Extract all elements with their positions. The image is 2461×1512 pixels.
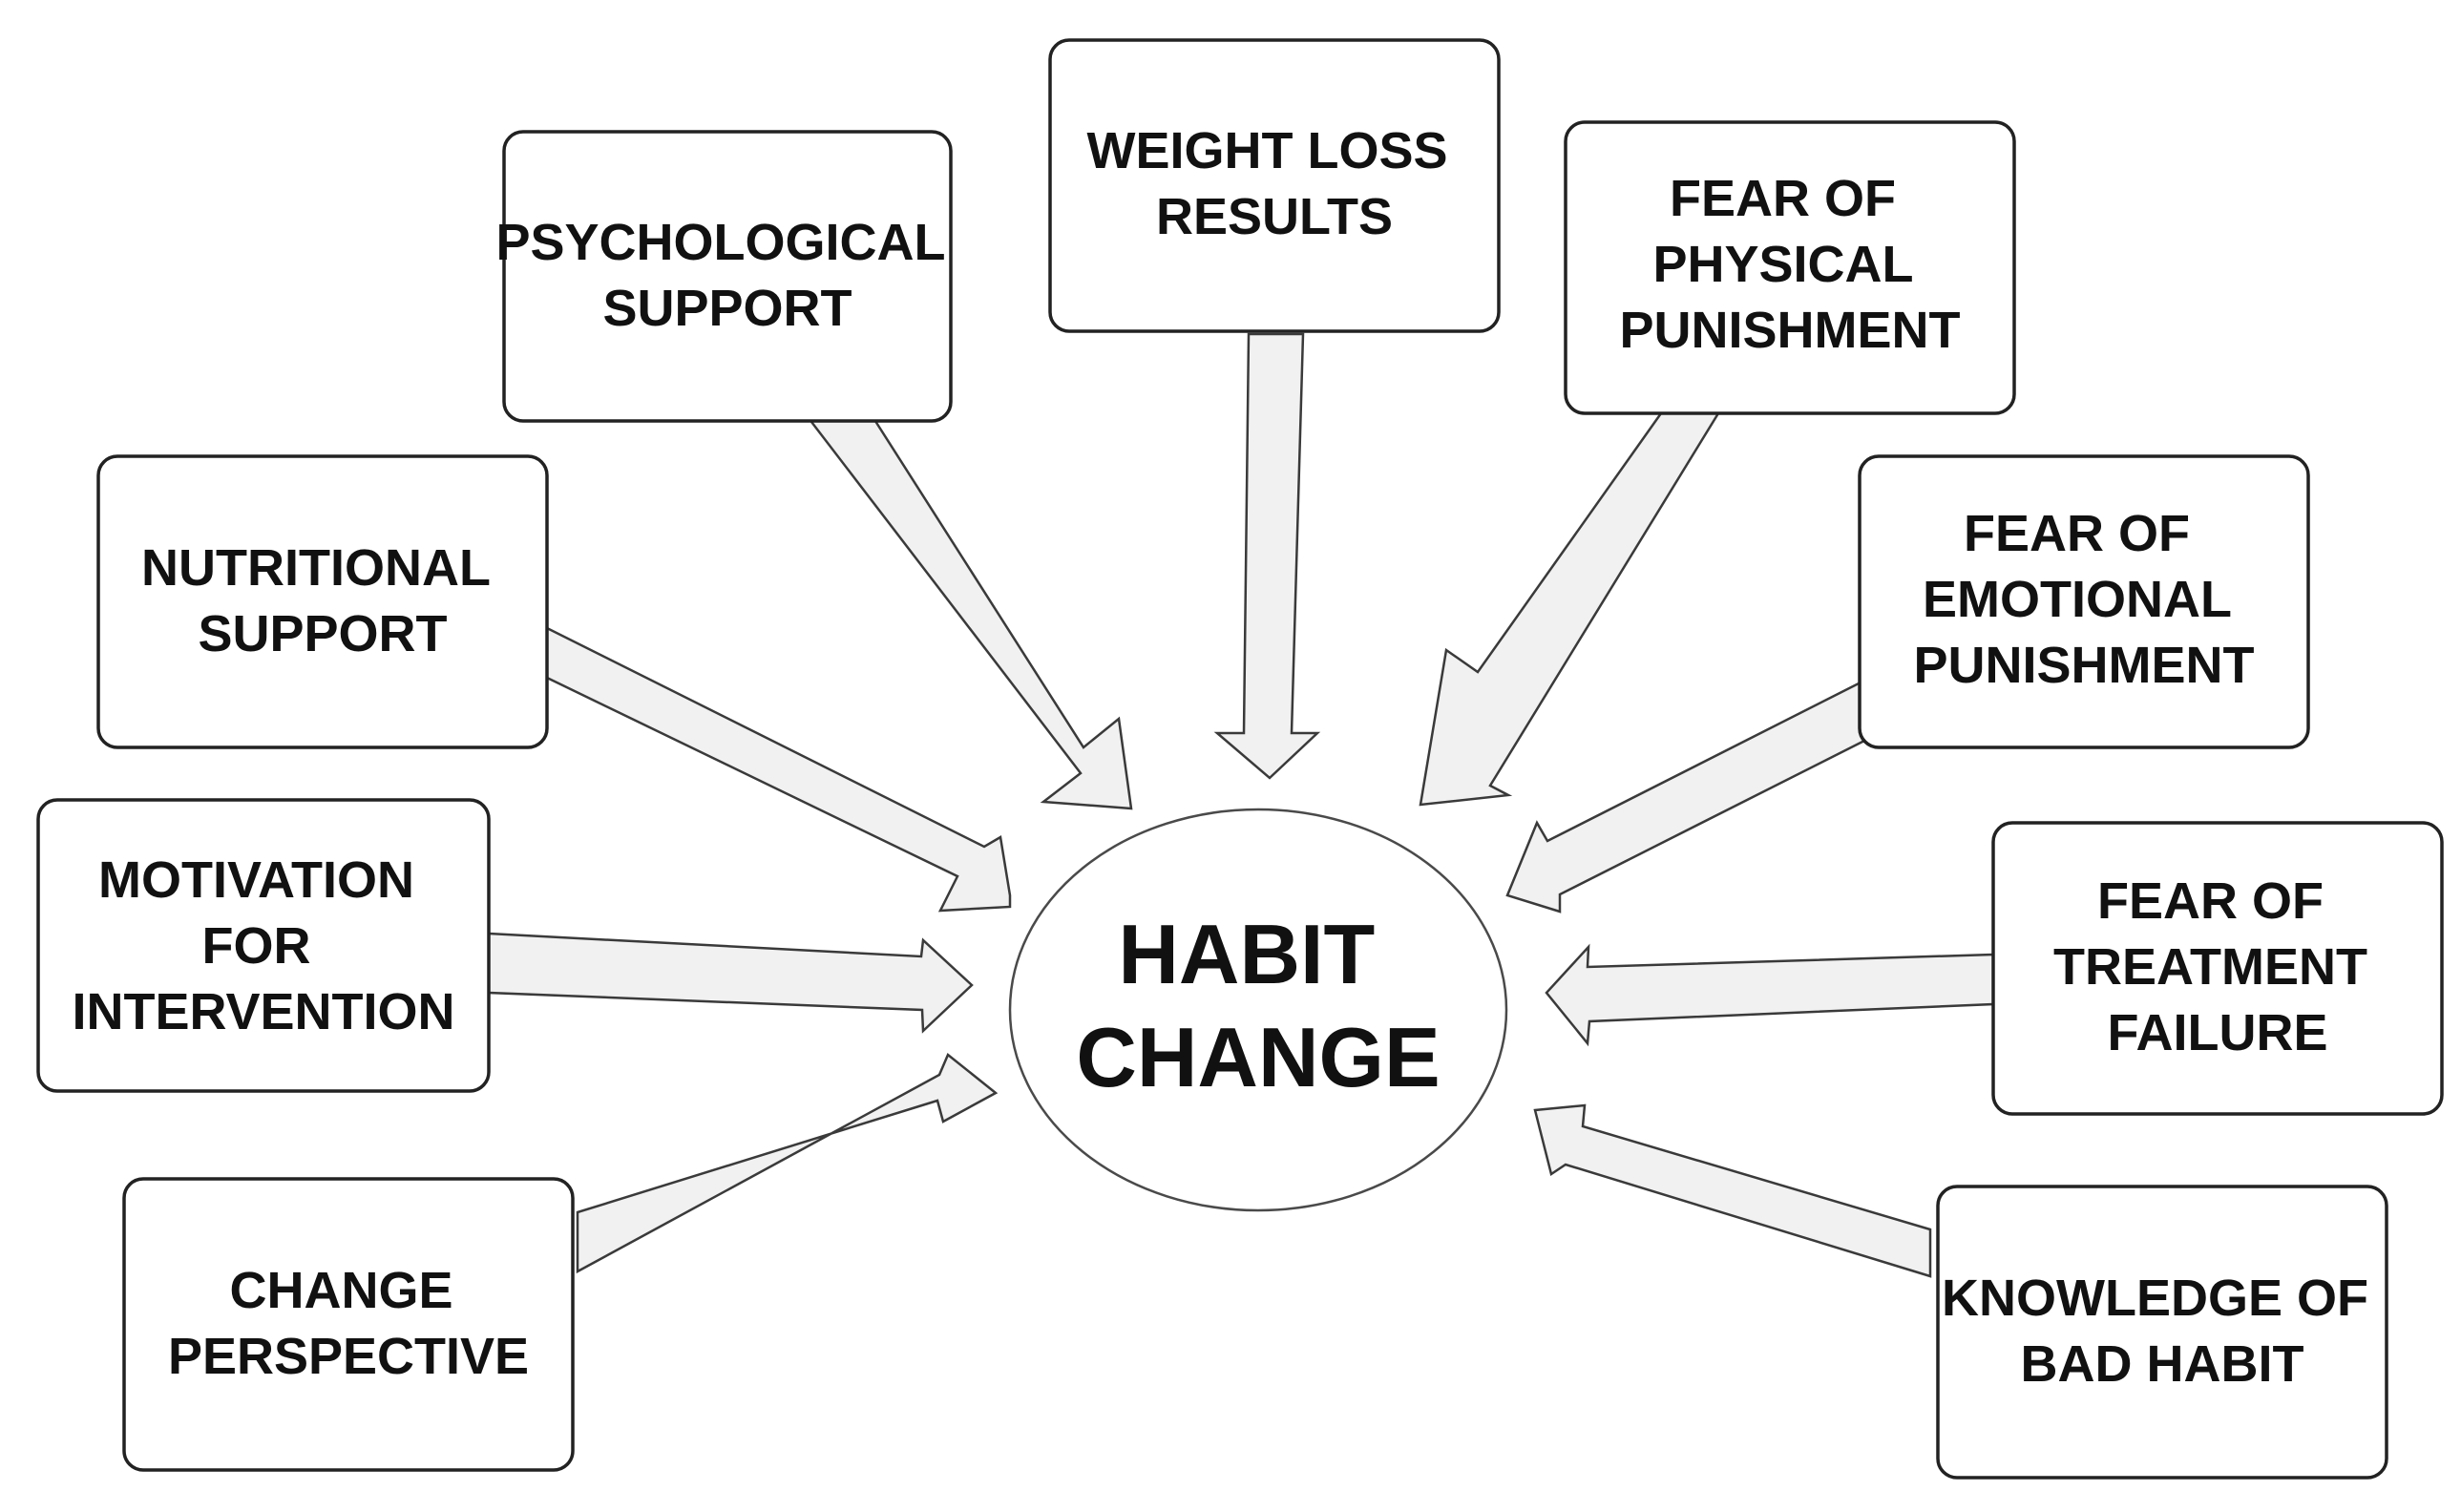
box-label: FEAR OF EMOTIONAL PUNISHMENT (1913, 505, 2254, 694)
box-fear-of-physical-punishment: FEAR OF PHYSICAL PUNISHMENT (1564, 120, 2016, 415)
box-label: PSYCHOLOGICAL SUPPORT (495, 214, 958, 337)
box-frame (1936, 1185, 2388, 1480)
box-label-line: SUPPORT (602, 280, 852, 337)
center-node: HABIT CHANGE (1008, 808, 1508, 1212)
center-title: HABIT CHANGE (1076, 907, 1440, 1104)
arrow-fear-of-emotional-punishment (1505, 681, 1868, 914)
box-label: CHANGE PERSPECTIVE (168, 1262, 529, 1385)
box-frame (1048, 38, 1501, 333)
arrow-knowledge-of-bad-habit (1533, 1103, 1932, 1278)
box-knowledge-of-bad-habit: KNOWLEDGE OF BAD HABIT (1936, 1185, 2388, 1480)
box-frame (36, 798, 491, 1093)
box-label-line: RESULTS (1156, 188, 1393, 245)
box-label-line: FOR (201, 917, 310, 975)
box-label: WEIGHT LOSS RESULTS (1086, 122, 1462, 245)
box-label: MOTIVATION FOR INTERVENTION (72, 851, 454, 1040)
box-label-line: FEAR OF (1964, 505, 2190, 562)
box-label-line: INTERVENTION (72, 983, 454, 1040)
box-label-line: FAILURE (2107, 1004, 2327, 1061)
box-label-line: FEAR OF (2097, 872, 2324, 930)
arrow-nutritional-support (545, 625, 1012, 913)
box-label-line: PERSPECTIVE (168, 1328, 529, 1385)
center-title-line-1: HABIT (1118, 907, 1375, 1001)
box-frame (122, 1177, 575, 1472)
arrows (487, 332, 1995, 1278)
box-frame (1858, 454, 2310, 749)
box-label-line: SUPPORT (198, 605, 447, 662)
box-label-line: PUNISHMENT (1619, 302, 1960, 359)
box-frame (502, 130, 953, 423)
box-label: NUTRITIONAL SUPPORT (141, 539, 504, 662)
box-label-line: PHYSICAL (1652, 236, 1912, 293)
box-fear-of-treatment-failure: FEAR OF TREATMENT FAILURE (1991, 821, 2444, 1116)
box-label: FEAR OF PHYSICAL PUNISHMENT (1619, 170, 1960, 359)
box-change-perspective: CHANGE PERSPECTIVE (122, 1177, 575, 1472)
box-frame (96, 454, 549, 749)
arrow-fear-of-physical-punishment (1419, 411, 1721, 807)
box-label-line: EMOTIONAL (1923, 571, 2231, 628)
center-title-line-2: CHANGE (1076, 1010, 1440, 1104)
center-ellipse (1008, 808, 1508, 1212)
box-frame (1991, 821, 2444, 1116)
box-label-line: NUTRITIONAL (141, 539, 490, 597)
box-label-line: FEAR OF (1670, 170, 1896, 227)
box-label-line: CHANGE (229, 1262, 452, 1319)
box-fear-of-emotional-punishment: FEAR OF EMOTIONAL PUNISHMENT (1858, 454, 2310, 749)
arrow-fear-of-treatment-failure (1545, 943, 1995, 1047)
arrow-change-perspective (576, 1052, 999, 1274)
box-label-line: WEIGHT LOSS (1086, 122, 1447, 179)
box-label-line: PSYCHOLOGICAL (495, 214, 944, 271)
box-weight-loss-results: WEIGHT LOSS RESULTS (1048, 38, 1501, 333)
box-label-line: TREATMENT (2053, 938, 2367, 996)
box-nutritional-support: NUTRITIONAL SUPPORT (96, 454, 549, 749)
arrow-motivation-for-intervention (487, 932, 974, 1034)
box-motivation-for-intervention: MOTIVATION FOR INTERVENTION (36, 798, 491, 1093)
box-label: FEAR OF TREATMENT FAILURE (2053, 872, 2382, 1061)
box-label-line: PUNISHMENT (1913, 637, 2254, 694)
arrow-psychological-support (806, 416, 1133, 810)
box-psychological-support: PSYCHOLOGICAL SUPPORT (495, 130, 958, 423)
box-frame (1564, 120, 2016, 415)
box-label-line: MOTIVATION (98, 851, 414, 909)
arrow-weight-loss-results (1213, 332, 1321, 780)
box-label: KNOWLEDGE OF BAD HABIT (1942, 1270, 2383, 1393)
box-label-line: KNOWLEDGE OF (1942, 1270, 2368, 1327)
box-label-line: BAD HABIT (2021, 1335, 2304, 1393)
